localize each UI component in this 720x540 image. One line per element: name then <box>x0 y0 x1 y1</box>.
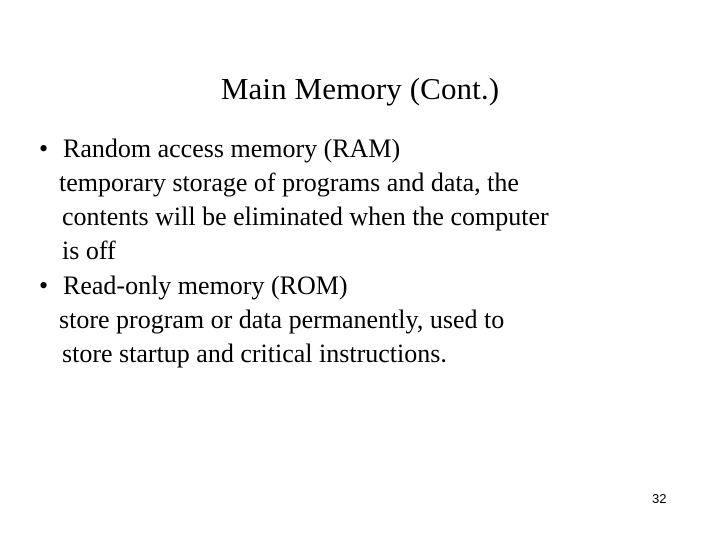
bullet-detail-line: temporary storage of programs and data, … <box>59 168 519 197</box>
bullet-item-ram: • Random access memory (RAM) <box>32 132 704 166</box>
bullet-item-rom: • Read-only memory (ROM) <box>32 269 704 303</box>
bullet-dot-icon: • <box>39 134 49 163</box>
bullet-group-ram: • Random access memory (RAM) temporary s… <box>32 132 704 268</box>
bullet-label-rom: Read-only memory (ROM) <box>63 271 348 300</box>
bullet-detail-line: store startup and critical instructions. <box>62 339 447 368</box>
bullet-detail-line: contents will be eliminated when the com… <box>62 202 549 231</box>
bullet-detail-line: store program or data permanently, used … <box>59 305 505 334</box>
page-title: Main Memory (Cont.) <box>220 70 500 106</box>
slide-body: • Random access memory (RAM) temporary s… <box>32 132 704 371</box>
page-number: 32 <box>652 491 667 506</box>
bullet-detail-line: is off <box>62 236 116 265</box>
bullet-label-ram: Random access memory (RAM) <box>63 134 401 163</box>
bullet-group-rom: • Read-only memory (ROM) store program o… <box>32 269 704 371</box>
bullet-dot-icon: • <box>39 271 49 300</box>
